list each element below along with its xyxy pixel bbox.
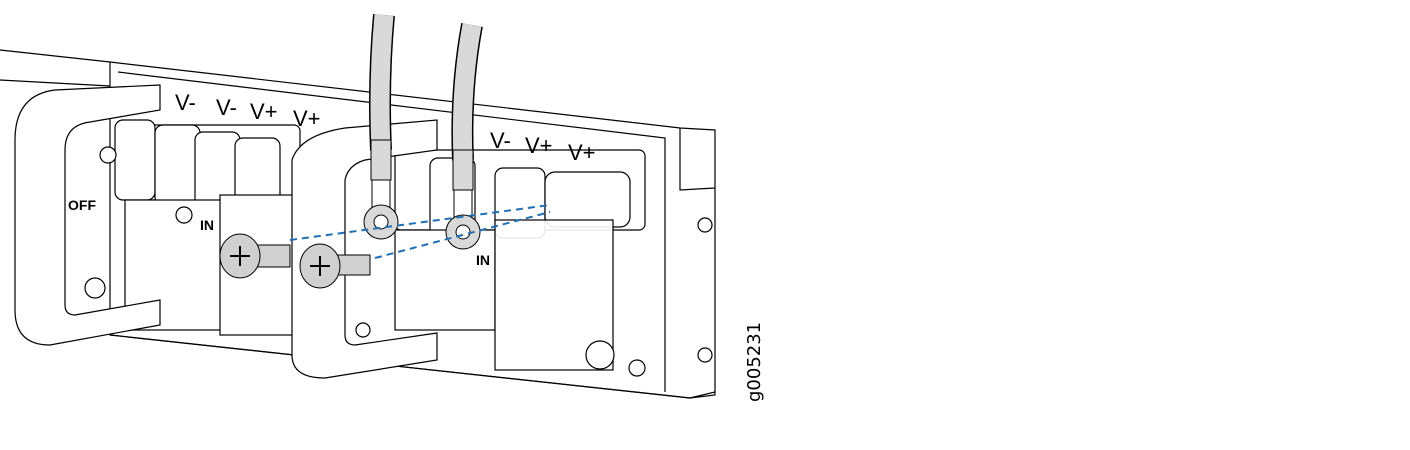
power-cables: [363, 13, 483, 250]
input-label: IN: [476, 252, 490, 268]
terminal-label: V-: [490, 128, 511, 153]
terminal-label: V-: [216, 95, 237, 120]
terminal-label: V+: [568, 140, 596, 165]
input-label: IN: [200, 217, 214, 233]
figure-id: g005231: [744, 322, 765, 402]
terminal-label: V-: [175, 90, 196, 115]
terminal-label: V+: [250, 99, 278, 124]
terminal-label: V+: [525, 133, 553, 158]
screw-1: [219, 233, 291, 279]
right-handle: [291, 119, 438, 379]
off-label: OFF: [68, 197, 96, 213]
alignment-guides: [289, 204, 551, 259]
terminal-label: V+: [293, 106, 321, 131]
left-handle: [14, 84, 161, 346]
screw-2: [299, 243, 371, 289]
ground-icon: [628, 359, 646, 377]
